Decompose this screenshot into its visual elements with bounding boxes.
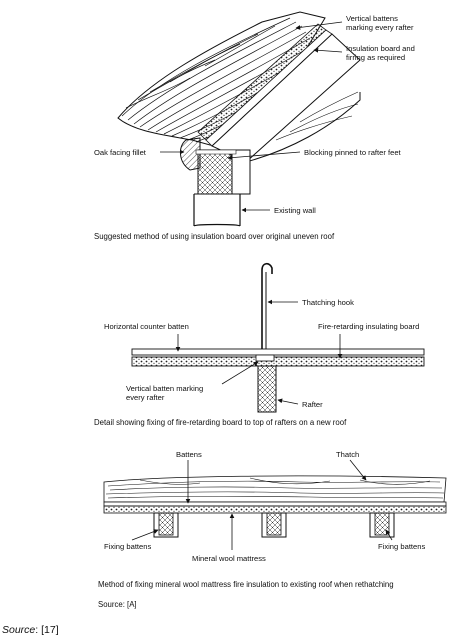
rafter-section <box>257 365 277 413</box>
figure2-drawing <box>131 262 425 413</box>
label-thatch: Thatch <box>336 450 360 459</box>
label-rafter: Rafter <box>302 400 323 409</box>
caption-figure2: Detail showing fixing of fire-retarding … <box>94 418 347 427</box>
figure3-drawing <box>103 459 447 550</box>
label-vertical-battens: Vertical battens marking every rafter <box>346 14 414 32</box>
thatching-hook <box>261 262 273 360</box>
label-mineral-wool-mattress: Mineral wool mattress <box>192 554 266 563</box>
rafter-with-fixing-battens-1 <box>153 512 179 538</box>
label-thatching-hook: Thatching hook <box>302 298 354 307</box>
mineral-wool-mattress <box>103 505 447 514</box>
label-fire-retarding-board: Fire-retarding insulating board <box>318 322 420 331</box>
label-battens: Battens <box>176 450 202 459</box>
label-vertical-batten: Vertical batten marking every rafter <box>126 384 204 402</box>
caption-figure1: Suggested method of using insulation boa… <box>94 232 335 241</box>
footer-source-ref: : [17] <box>35 624 59 636</box>
label-fixing-battens-right: Fixing battens <box>378 542 426 551</box>
label-fixing-battens-left: Fixing battens <box>104 542 152 551</box>
blocking <box>197 149 235 195</box>
figure1-drawing <box>117 11 361 227</box>
rafter-with-fixing-battens-3 <box>369 512 395 538</box>
counter-batten <box>131 348 425 356</box>
label-insulation-board: Insulation board and firring as required <box>346 44 415 62</box>
footer-source: Source: [17] <box>2 624 59 636</box>
label-oak-facing-fillet: Oak facing fillet <box>94 148 146 157</box>
footer-source-label: Source <box>2 624 36 636</box>
label-existing-wall: Existing wall <box>274 206 316 215</box>
top-battens <box>103 501 447 507</box>
label-blocking: Blocking pinned to rafter feet <box>304 148 401 157</box>
label-horizontal-counter-batten: Horizontal counter batten <box>104 322 189 331</box>
fire-board <box>131 356 425 367</box>
rafter-with-fixing-battens-2 <box>261 512 287 538</box>
thatch-band <box>103 475 447 503</box>
existing-wall <box>193 194 241 227</box>
thatch-band-strokes <box>105 477 445 499</box>
figure3-source: Source: [A] <box>98 600 137 609</box>
caption-figure3: Method of fixing mineral wool mattress f… <box>98 580 394 589</box>
